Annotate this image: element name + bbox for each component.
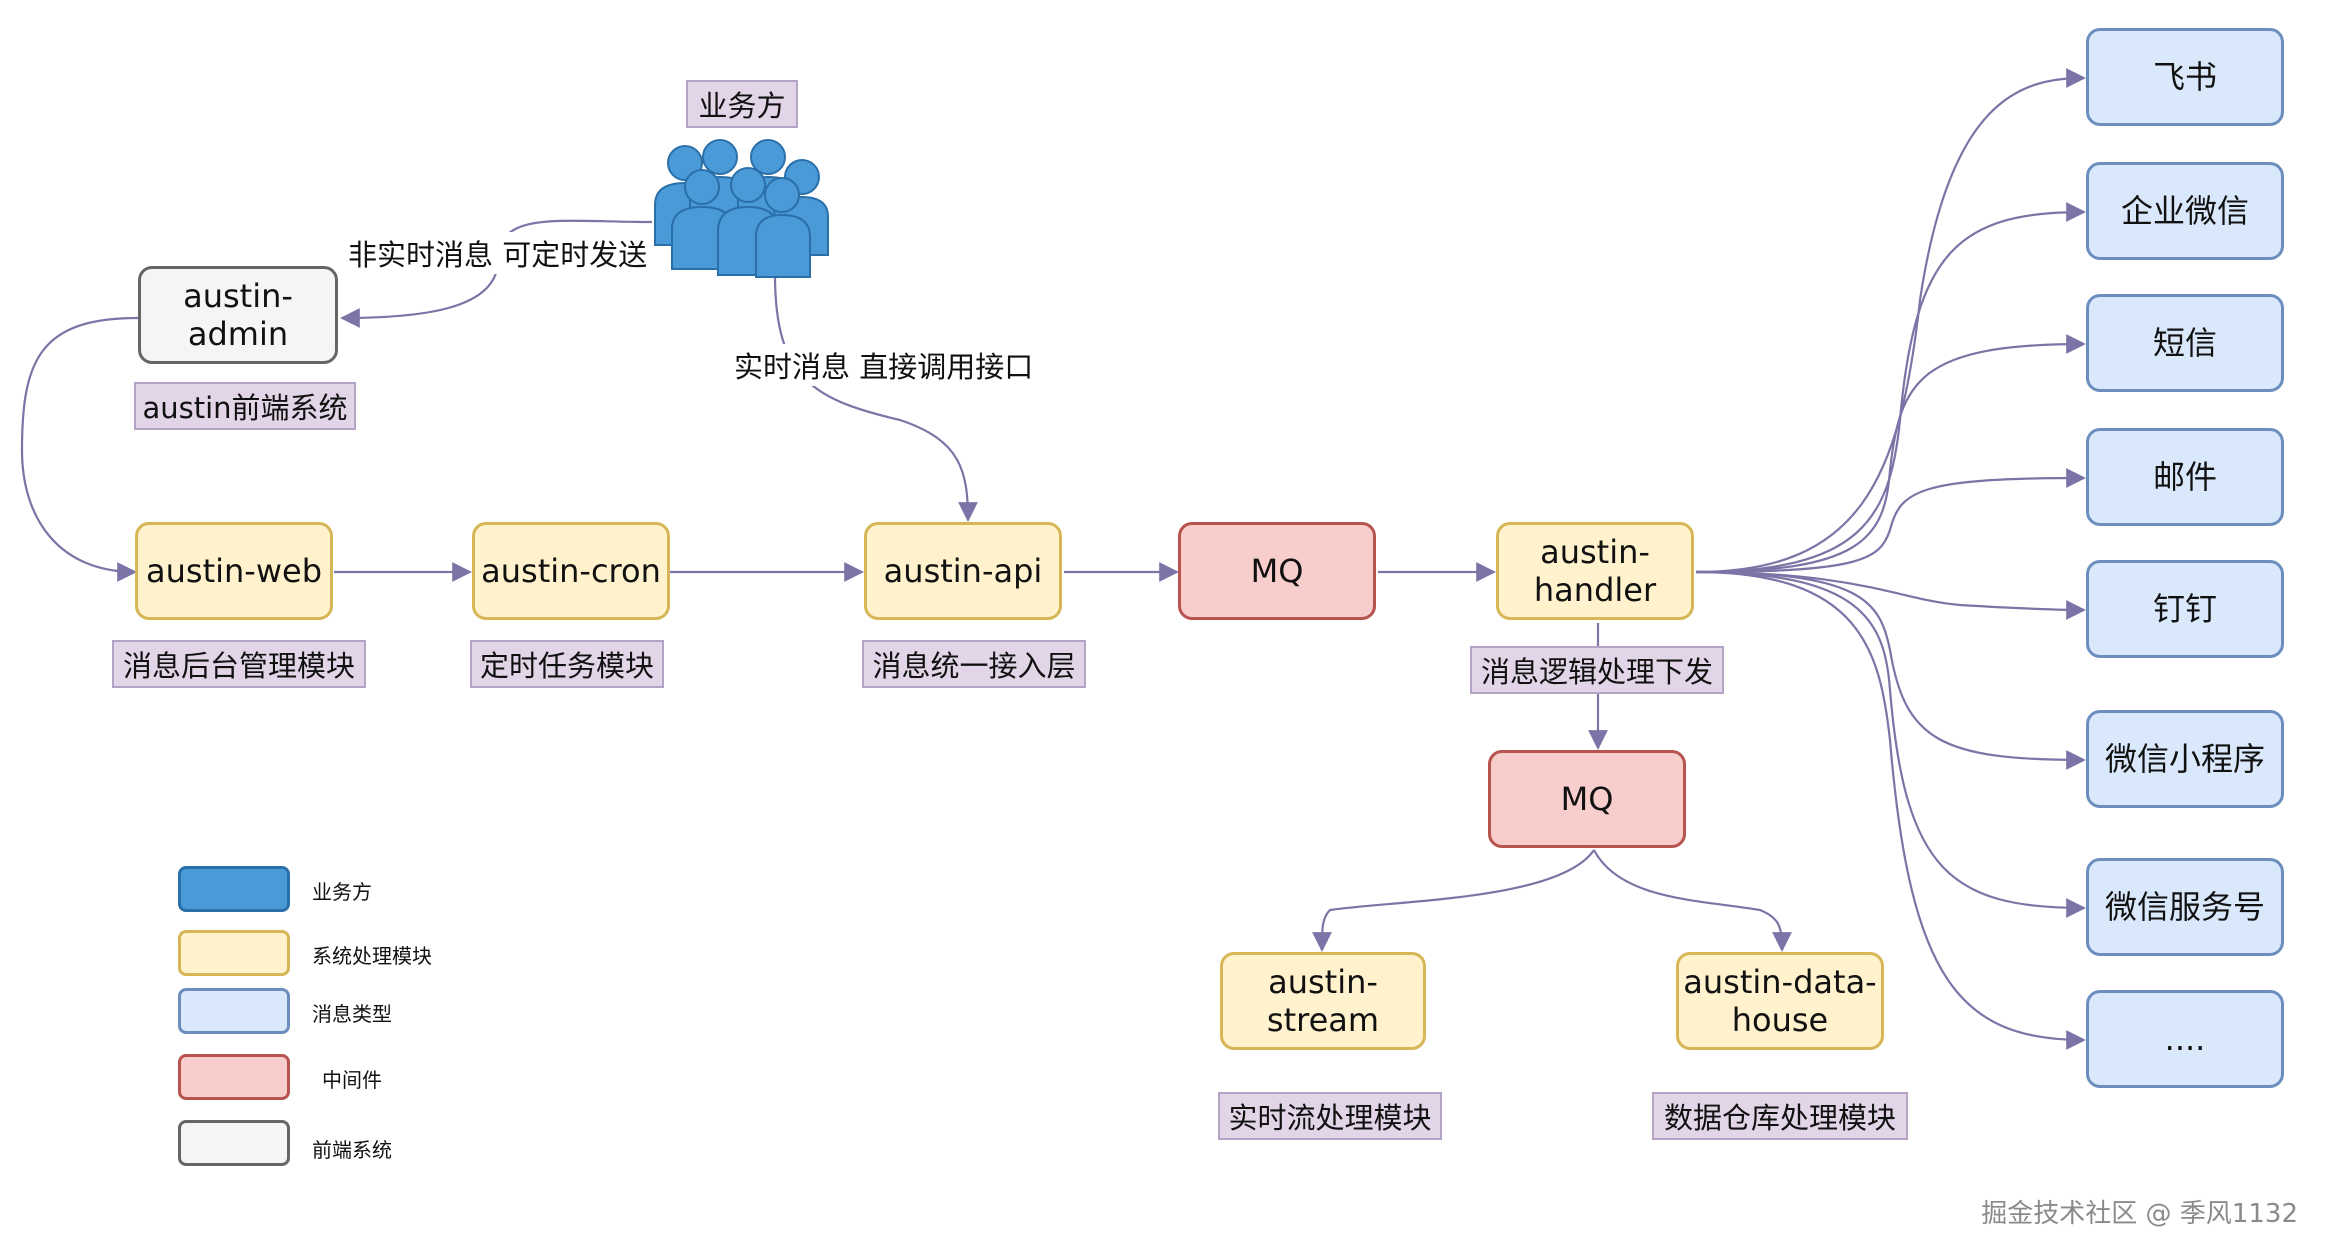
- channel-node: 微信服务号: [2086, 858, 2284, 956]
- people-group-icon: [650, 135, 830, 284]
- channel-node: 微信小程序: [2086, 710, 2284, 808]
- austin-web-tag: 消息后台管理模块: [112, 640, 366, 688]
- edge-mq2-to-stream: [1312, 849, 1595, 952]
- channel-node: 钉钉: [2086, 560, 2284, 658]
- austin-stream-tag: 实时流处理模块: [1218, 1092, 1442, 1140]
- edge-handler-to-ch-2: [1695, 334, 2086, 574]
- austin-admin-tag: austin前端系统: [134, 382, 356, 430]
- austin-handler-node: austin- handler: [1496, 522, 1694, 620]
- legend-label: 中间件: [322, 1068, 382, 1092]
- edge-mq2-to-datahouse: [1593, 849, 1792, 952]
- legend-swatch: [178, 988, 290, 1034]
- channel-node: ....: [2086, 990, 2284, 1088]
- austin-admin-node: austin-admin: [138, 266, 338, 364]
- legend-swatch: [178, 1120, 290, 1166]
- edge-handler-to-ch-5: [1695, 570, 2086, 770]
- edge-handler-to-ch-6: [1695, 570, 2086, 918]
- channel-node: 企业微信: [2086, 162, 2284, 260]
- austin-api-tag: 消息统一接入层: [862, 640, 1086, 688]
- austin-datahouse-node: austin-data- house: [1676, 952, 1884, 1050]
- channel-node: 短信: [2086, 294, 2284, 392]
- business-party-tag: 业务方: [686, 80, 798, 128]
- edge-handler-to-ch-4: [1695, 570, 2086, 620]
- legend-swatch: [178, 930, 290, 976]
- austin-web-node: austin-web: [135, 522, 333, 620]
- austin-api-node: austin-api: [864, 522, 1062, 620]
- edge-handler-to-ch-0: [1695, 68, 2086, 574]
- edge-handler-to-ch-1: [1695, 202, 2086, 574]
- mq-node-primary: MQ: [1178, 522, 1376, 620]
- channel-node: 邮件: [2086, 428, 2284, 526]
- legend-swatch: [178, 1054, 290, 1100]
- legend-swatch: [178, 866, 290, 912]
- person-figure: [755, 177, 811, 278]
- edge-handler-to-ch-3: [1695, 468, 2086, 574]
- edge-label-non-realtime: 非实时消息 可定时发送: [344, 232, 652, 274]
- austin-handler-tag: 消息逻辑处理下发: [1470, 646, 1724, 694]
- legend-label: 消息类型: [312, 1002, 392, 1026]
- mq-node-secondary: MQ: [1488, 750, 1686, 848]
- legend-label: 业务方: [312, 880, 372, 904]
- austin-cron-node: austin-cron: [472, 522, 670, 620]
- edge-business-to-api: [773, 274, 978, 522]
- austin-stream-node: austin- stream: [1220, 952, 1426, 1050]
- edge-admin-to-web: [20, 316, 139, 582]
- edge-handler-to-ch-7: [1695, 570, 2086, 1050]
- austin-cron-tag: 定时任务模块: [470, 640, 664, 688]
- channel-node: 飞书: [2086, 28, 2284, 126]
- austin-datahouse-tag: 数据仓库处理模块: [1652, 1092, 1908, 1140]
- legend-label: 前端系统: [312, 1138, 392, 1162]
- edge-label-realtime: 实时消息 直接调用接口: [730, 344, 1038, 386]
- legend-label: 系统处理模块: [312, 944, 432, 968]
- watermark: 掘金技术社区 @ 季风1132: [1981, 1199, 2298, 1229]
